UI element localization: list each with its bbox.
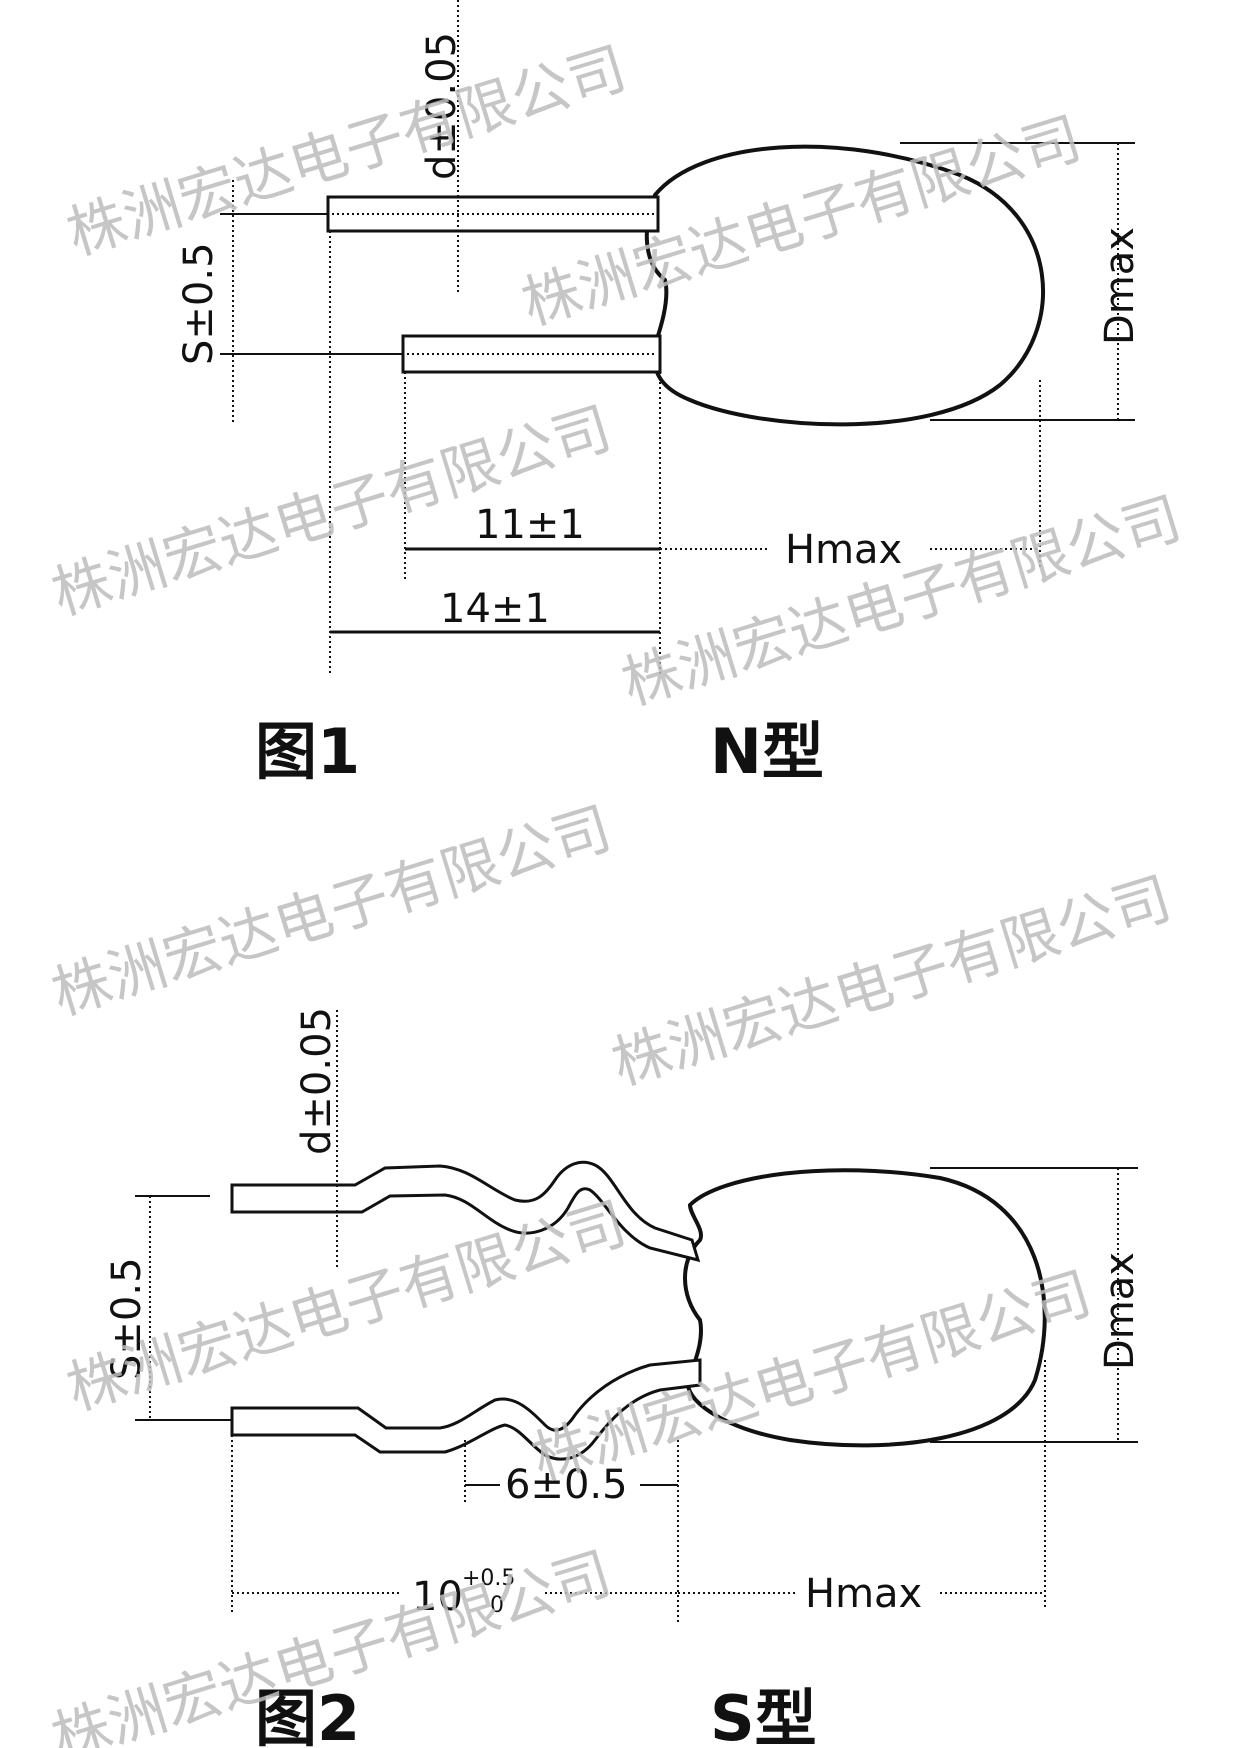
fig2-caption: 图2 <box>255 1682 360 1748</box>
watermark-text: 株洲宏达电子有限公司 <box>614 484 1189 719</box>
fig2-lead-tol-upper: +0.5 <box>462 1566 515 1591</box>
fig2-diameter-label: Dmax <box>1097 1252 1143 1370</box>
fig2-height-label: Hmax <box>805 1571 922 1617</box>
fig1-short-lead-label: 11±1 <box>475 502 585 548</box>
fig2-capacitor-body <box>683 1168 1047 1448</box>
fig1-type-label: N型 <box>710 715 824 788</box>
fig1-spacing-label: S±0.5 <box>176 242 222 365</box>
fig1-caption: 图1 <box>255 715 360 788</box>
figure-2-s-type: d±0.05 S±0.5 Dmax 6±0.5 10 +0.5 0 Hmax 图… <box>104 1007 1143 1748</box>
watermark-text: 株洲宏达电子有限公司 <box>44 794 619 1029</box>
fig1-height-label: Hmax <box>785 527 902 573</box>
fig2-kink-label: 6±0.5 <box>505 1462 628 1508</box>
figure-1-n-type: d±0.05 S±0.5 Dmax 11±1 Hmax 14±1 图1 N型 <box>176 0 1143 788</box>
fig1-capacitor-body <box>644 144 1045 427</box>
fig2-lead-length-label: 10 <box>412 1574 463 1620</box>
fig2-lead-diameter-label: d±0.05 <box>294 1007 340 1155</box>
fig2-type-label: S型 <box>710 1682 817 1748</box>
fig1-diameter-label: Dmax <box>1097 227 1143 345</box>
watermark-text: 株洲宏达电子有限公司 <box>604 864 1179 1099</box>
fig1-long-lead-label: 14±1 <box>440 586 550 632</box>
fig1-lead-diameter-label: d±0.05 <box>419 32 465 180</box>
fig2-lead-tol-lower: 0 <box>490 1593 504 1618</box>
fig1-short-lead <box>401 334 662 374</box>
fig2-spacing-label: S±0.5 <box>104 1257 150 1380</box>
watermark-text: 株洲宏达电子有限公司 <box>59 34 634 269</box>
fig2-top-lead <box>230 1160 701 1263</box>
fig2-bottom-lead <box>230 1358 702 1461</box>
